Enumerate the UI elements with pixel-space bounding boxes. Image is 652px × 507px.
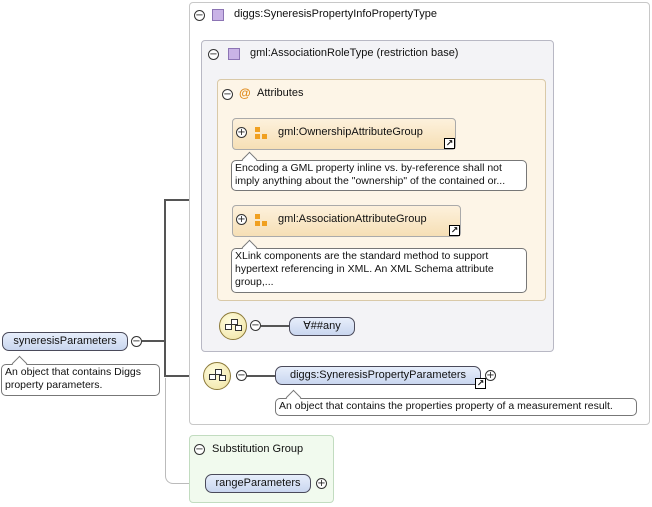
member-expand-toggle[interactable]: + bbox=[316, 478, 327, 489]
complex-type-icon bbox=[212, 9, 224, 21]
connector-to-seq bbox=[164, 375, 204, 377]
substitution-collapse-toggle[interactable]: − bbox=[194, 444, 205, 455]
connector-to-child bbox=[247, 375, 275, 377]
substitution-title: Substitution Group bbox=[212, 443, 304, 455]
connector-to-any bbox=[261, 325, 289, 327]
attribute-group-icon bbox=[255, 214, 269, 228]
group-expand-toggle[interactable]: + bbox=[236, 214, 247, 225]
root-annotation: An object that contains Diggs property p… bbox=[1, 355, 160, 396]
connector-to-type bbox=[164, 199, 190, 201]
sequence-collapse-toggle[interactable]: − bbox=[250, 320, 261, 331]
attribute-group-ownership[interactable]: + gml:OwnershipAttributeGroup ↗ bbox=[232, 118, 456, 150]
connector-root-to-seq bbox=[142, 340, 165, 342]
sequence-compositor-icon[interactable] bbox=[219, 312, 247, 340]
sequence-collapse-toggle[interactable]: − bbox=[236, 370, 247, 381]
child-annotation-text: An object that contains the properties p… bbox=[279, 400, 613, 412]
complex-type-icon bbox=[228, 48, 240, 60]
reference-link-icon[interactable]: ↗ bbox=[444, 138, 455, 149]
substitution-member[interactable]: rangeParameters bbox=[205, 474, 311, 493]
base-title: gml:AssociationRoleType (restriction bas… bbox=[250, 47, 459, 59]
root-element[interactable]: syneresisParameters bbox=[2, 332, 128, 351]
attribute-group-icon bbox=[255, 127, 269, 141]
attribute-group-association[interactable]: + gml:AssociationAttributeGroup ↗ bbox=[232, 205, 461, 237]
sequence-compositor-icon[interactable] bbox=[203, 362, 231, 390]
group-expand-toggle[interactable]: + bbox=[236, 127, 247, 138]
child-annotation: An object that contains the properties p… bbox=[275, 389, 637, 416]
ownership-annotation-text: Encoding a GML property inline vs. by-re… bbox=[235, 162, 506, 187]
connector-substitution bbox=[165, 378, 205, 484]
attributes-collapse-toggle[interactable]: − bbox=[222, 89, 233, 100]
reference-link-icon[interactable]: ↗ bbox=[449, 225, 460, 236]
child-element[interactable]: diggs:SyneresisPropertyParameters bbox=[275, 366, 481, 385]
type-title: diggs:SyneresisPropertyInfoPropertyType bbox=[234, 8, 437, 20]
attributes-title: Attributes bbox=[257, 87, 304, 99]
group-name: gml:OwnershipAttributeGroup bbox=[278, 126, 423, 138]
root-collapse-toggle[interactable]: − bbox=[131, 336, 142, 347]
root-annotation-text: An object that contains Diggs property p… bbox=[5, 366, 141, 391]
at-sign-icon: @ bbox=[239, 86, 251, 100]
connector-vertical bbox=[164, 200, 166, 377]
any-element[interactable]: ∀##any bbox=[289, 317, 355, 336]
reference-link-icon[interactable]: ↗ bbox=[475, 378, 486, 389]
child-expand-toggle[interactable]: + bbox=[485, 370, 496, 381]
type-collapse-toggle[interactable]: − bbox=[194, 10, 205, 21]
base-collapse-toggle[interactable]: − bbox=[208, 49, 219, 60]
ownership-annotation: Encoding a GML property inline vs. by-re… bbox=[231, 151, 527, 191]
association-annotation: XLink components are the standard method… bbox=[231, 239, 527, 293]
group-name: gml:AssociationAttributeGroup bbox=[278, 213, 427, 225]
association-annotation-text: XLink components are the standard method… bbox=[235, 250, 494, 288]
